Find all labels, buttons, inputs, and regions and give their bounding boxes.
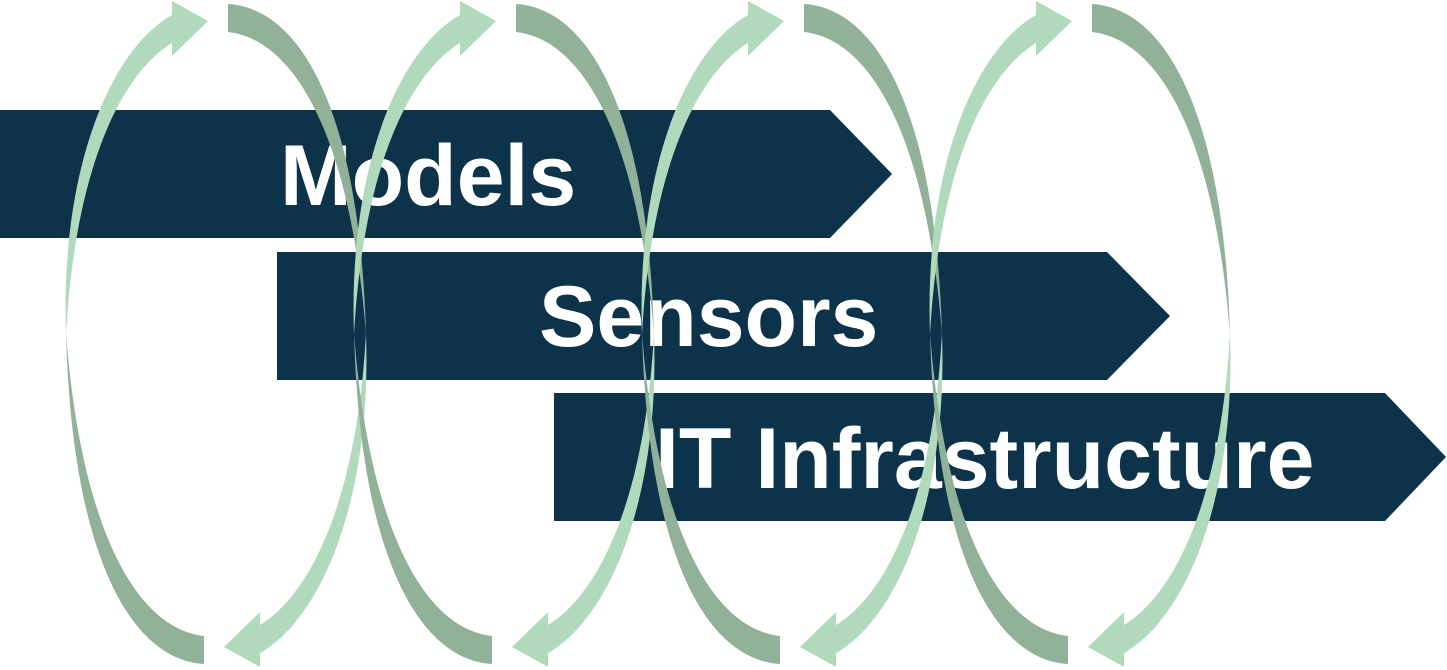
cycle-arrow-down-icon: [512, 333, 655, 667]
cycle-arc-right-icon: [1092, 4, 1230, 335]
cycle-arrow-down-icon: [800, 333, 943, 667]
cycle-arrow-up-icon: [929, 1, 1072, 335]
banner-label-models: Models: [280, 128, 576, 224]
cycle-arrow-up-icon: [353, 1, 496, 335]
banner-it-infrastructure: IT Infrastructure: [554, 393, 1446, 521]
cycle-arrow-down-icon: [1088, 333, 1231, 667]
cycle-arc-left-icon: [66, 333, 204, 664]
cycle-arc-left-icon: [642, 333, 780, 664]
cycle-arc-left-icon: [930, 333, 1068, 664]
cycle-arrows: [929, 1, 1231, 667]
cycle-arrows: [65, 1, 367, 667]
banner-models: Models: [0, 110, 892, 238]
cycle-arrow-up-icon: [65, 1, 209, 335]
banner-label-sensors: Sensors: [539, 269, 878, 365]
cycle-arrows: [353, 1, 655, 667]
cycle-arrows: [641, 1, 943, 667]
cycle-arc-right-icon: [804, 4, 942, 335]
banner-label-it-infrastructure: IT Infrastructure: [655, 411, 1314, 507]
cycle-arrow-up-icon: [641, 1, 784, 335]
cycle-arc-right-icon: [516, 4, 654, 335]
cycle-arrow-down-icon: [224, 333, 367, 667]
banner-sensors: Sensors: [277, 252, 1170, 380]
cycle-arc-right-icon: [228, 4, 366, 335]
cycle-arc-left-icon: [354, 333, 492, 664]
